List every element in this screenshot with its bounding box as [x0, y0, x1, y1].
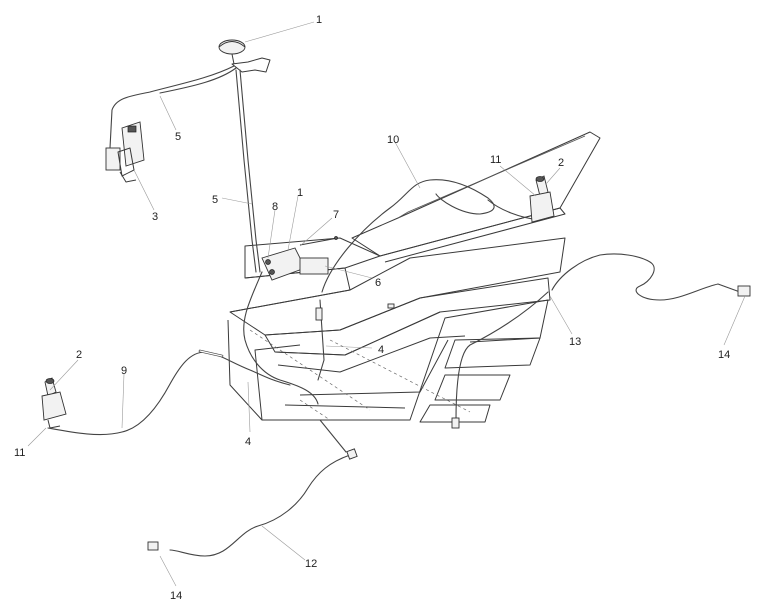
callout-4-right: 4	[378, 344, 384, 356]
callout-2-left: 2	[76, 349, 82, 361]
callout-1-top: 1	[316, 14, 322, 26]
callout-labels: 1 5 3 5 1 8 7 6 10 11 2 4 13 14 2 9 11 4…	[14, 14, 730, 602]
callout-5-upper: 5	[175, 131, 181, 143]
callout-4-left: 4	[245, 436, 251, 448]
joystick-right	[529, 175, 555, 223]
callout-5-lower: 5	[212, 194, 218, 206]
callout-14-bottom: 14	[170, 590, 182, 602]
callout-6: 6	[375, 277, 381, 289]
callout-10: 10	[387, 134, 399, 146]
callout-13: 13	[569, 336, 581, 348]
console-outline	[227, 237, 566, 423]
callout-8: 8	[272, 201, 278, 213]
callout-1-mid: 1	[297, 187, 303, 199]
leader-lines	[27, 21, 746, 587]
callout-7: 7	[333, 209, 339, 221]
hidden-lines	[249, 329, 471, 421]
connectors	[147, 285, 751, 551]
control-module	[261, 236, 339, 281]
callout-11-right: 11	[490, 154, 501, 166]
callout-3: 3	[152, 211, 158, 223]
gps-antenna	[218, 39, 271, 73]
callout-11-left: 11	[14, 447, 25, 459]
display-monitor	[105, 121, 145, 183]
callout-12: 12	[305, 558, 317, 570]
callout-2-right: 2	[558, 157, 564, 169]
callout-9: 9	[121, 365, 127, 377]
joystick-left	[41, 377, 67, 429]
cab-outline	[351, 131, 601, 263]
callout-14-right: 14	[718, 349, 730, 361]
